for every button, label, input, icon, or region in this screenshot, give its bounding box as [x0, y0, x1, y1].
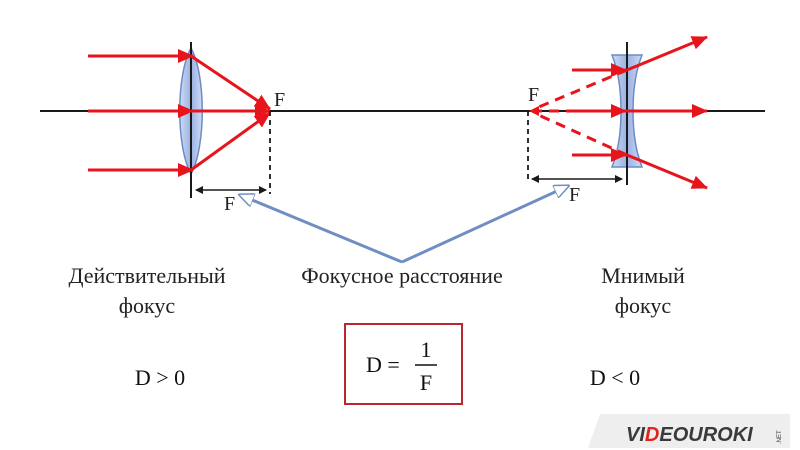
virtual-extension-bottom	[533, 111, 628, 157]
virtual-focus-caption-line1: Мнимый	[601, 263, 685, 288]
refracted-ray-bottom	[190, 111, 271, 172]
pointer-arrow-left	[240, 195, 403, 264]
diverging-ray-top	[626, 35, 708, 72]
brand-logo-suffix: .NET	[777, 430, 783, 444]
optical-power-numerator: 1	[421, 337, 432, 362]
right-focal-length-label: F	[569, 184, 580, 206]
real-focus-label: F	[274, 89, 285, 111]
positive-power-formula: D > 0	[135, 365, 185, 390]
real-focus-caption-line2: фокус	[119, 293, 176, 318]
brand-logo-part2: D	[645, 424, 659, 446]
virtual-extension-top	[533, 68, 628, 111]
pointer-arrow-right	[401, 186, 568, 264]
left-focal-length-label: F	[224, 193, 235, 215]
diverging-ray-bottom	[626, 153, 708, 190]
virtual-focus-caption-line2: фокус	[615, 293, 672, 318]
converging-lens	[179, 42, 203, 198]
virtual-focus-label: F	[528, 84, 539, 106]
refracted-ray-top	[190, 54, 271, 111]
optical-power-formula: D = 1 F	[344, 323, 463, 405]
brand-logo-text: VIDEOUROKI	[626, 424, 753, 446]
optical-power-formula-frame	[344, 323, 463, 405]
real-focus-caption-line1: Действительный	[68, 263, 225, 288]
optical-power-denominator: F	[420, 370, 432, 395]
brand-logo-part1: VI	[626, 424, 645, 446]
brand-logo-backdrop	[588, 414, 790, 448]
diverging-lens	[610, 42, 644, 185]
optical-power-lhs: D =	[366, 352, 400, 377]
negative-power-formula: D < 0	[590, 365, 640, 390]
brand-logo-part3: EOUROKI	[659, 424, 753, 446]
focal-length-caption: Фокусное расстояние	[301, 263, 502, 288]
brand-logo: VIDEOUROKI .NET	[588, 414, 790, 448]
